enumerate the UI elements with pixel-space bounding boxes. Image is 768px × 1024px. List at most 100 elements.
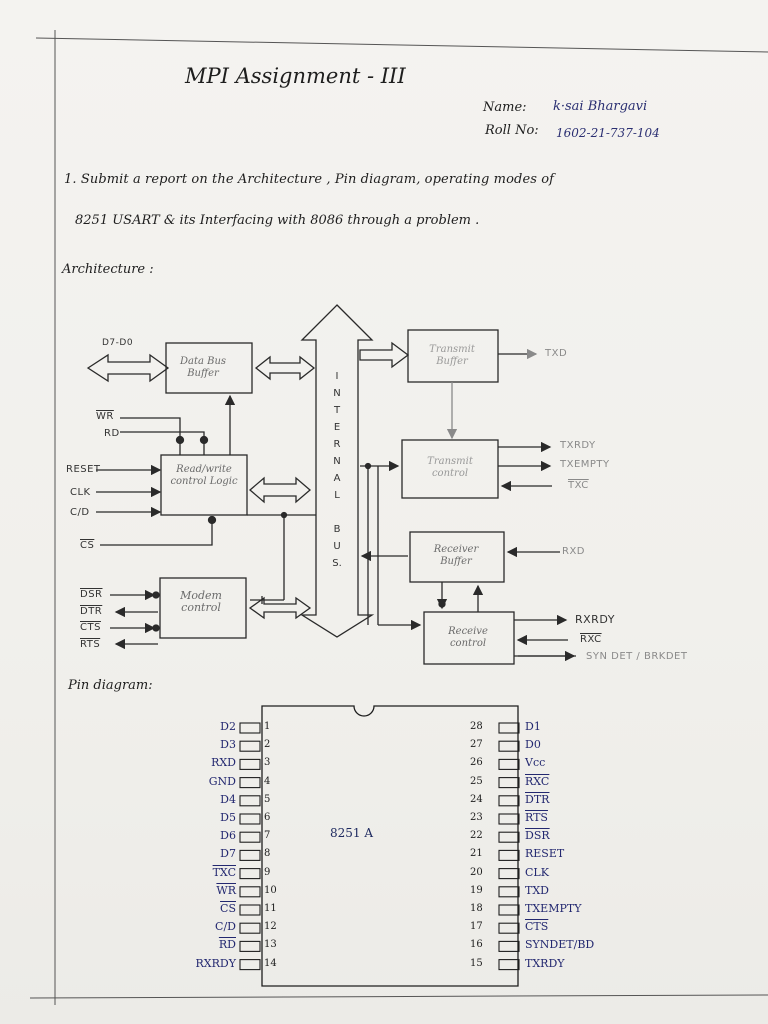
right-pin-box [498,922,520,934]
left-pin-box [239,813,261,825]
bus-letter [330,504,344,521]
right-pin-number: 24 [470,793,483,805]
receive-control-box [423,611,515,665]
data-bus-buffer-label: Data Bus Buffer [179,356,227,379]
left-pin-box [239,795,261,807]
right-pin-number: 25 [470,775,483,787]
data-bus-arrow [86,353,170,383]
left-pin-name: D3 [220,738,236,752]
right-pin-number: 26 [470,757,483,769]
signal-d7-d0: D7-D0 [102,338,134,348]
left-pin-number: 5 [264,793,271,805]
right-pin-box [498,868,520,880]
top-rule [35,37,768,53]
right-pin-name: Vcc [525,756,546,770]
signal-txd: TXD [545,348,568,359]
right-pin-number: 16 [470,939,483,951]
signal-rts: RTS [80,639,101,650]
left-pin-name: RD [218,938,236,952]
signal-rxrdy: RXRDY [575,613,615,626]
right-pin-box [498,758,520,770]
signal-txempty: TXEMPTY [560,459,610,470]
signal-rd: RD [104,428,120,439]
left-pin-name: D5 [220,811,236,824]
right-pin-box [498,831,520,843]
left-pin-box [239,886,261,898]
left-pin-name: RXRDY [195,956,236,970]
signal-cs: CS [80,540,95,551]
right-pin-number: 17 [470,921,483,933]
modem-control-label: Modem control [180,589,222,614]
right-pin-name: RTS [525,811,548,824]
signal-rxd: RXD [562,546,585,557]
bus-letter: I [335,371,339,382]
right-pin-number: 22 [470,830,483,842]
right-pin-box [498,959,520,971]
signal-txc: TXC [568,480,589,491]
left-pin-name: RXD [211,756,236,770]
bus-letter: U [333,541,341,552]
signal-clk: CLK [70,487,91,498]
left-pin-number: 10 [264,884,277,896]
right-pin-name: D0 [525,738,541,752]
signal-dsr: DSR [80,589,103,600]
right-pin-name: CLK [525,865,549,879]
right-pin-box [498,886,520,898]
right-pin-name: DTR [525,792,550,806]
modem-control-box [159,577,247,639]
left-pin-name: CS [220,902,236,915]
signal-reset: RESET [66,464,101,475]
rw-control-label: Read/write control Logic [170,464,238,487]
left-pin-box [239,940,261,952]
bottom-rule [29,994,768,999]
right-pin-box [498,849,520,861]
chip-label: 8251 A [330,826,374,840]
bus-letter: N [333,388,341,399]
bus-letter: R [333,439,341,450]
signal-dtr: DTR [80,606,103,617]
internal-bus-arrow [299,304,375,638]
right-pin-name: DSR [525,829,550,843]
right-pin-name: RXC [525,774,550,788]
right-pin-box [498,904,520,916]
data-bus-buffer-box [165,342,253,394]
right-pin-number: 27 [470,739,483,751]
right-pin-box [498,940,520,952]
left-pin-name: WR [216,883,236,897]
left-pin-name: D2 [220,720,236,733]
right-pin-name: TXD [525,883,549,897]
right-pin-name: TXEMPTY [525,902,582,915]
left-pin-number: 8 [264,848,271,860]
transmit-buffer-label: Transmit Buffer [429,344,475,367]
left-pin-name: C/D [215,920,236,934]
right-pin-name: TXRDY [525,956,565,970]
left-pin-number: 14 [264,957,277,969]
left-pin-box [239,959,261,971]
left-pin-box [239,904,261,916]
right-pin-number: 21 [470,848,483,860]
left-pin-number: 9 [264,866,271,878]
left-pin-number: 7 [264,830,271,842]
right-pin-number: 28 [470,721,483,732]
question-line-1: 1. Submit a report on the Architecture ,… [64,172,555,187]
right-pin-name: SYNDET/BD [525,938,595,952]
signal-txrdy: TXRDY [560,440,596,451]
left-pin-name: TXC [212,865,236,879]
left-pin-name: GND [208,774,236,788]
right-pin-box [498,722,520,734]
right-pin-name: D1 [525,720,541,733]
chip-body [261,705,519,987]
roll-value: 1602-21-737-104 [556,126,660,140]
left-pin-number: 11 [264,903,277,914]
left-pin-number: 3 [264,757,271,769]
left-pin-number: 2 [264,739,271,751]
left-pin-box [239,722,261,734]
left-pin-number: 13 [264,939,277,951]
left-pin-number: 12 [264,921,277,933]
bus-letter: N [333,456,341,467]
transmit-control-label: Transmit control [427,456,473,479]
receive-control-label: Receive control [448,626,488,649]
name-value: k·sai Bhargavi [553,99,648,114]
